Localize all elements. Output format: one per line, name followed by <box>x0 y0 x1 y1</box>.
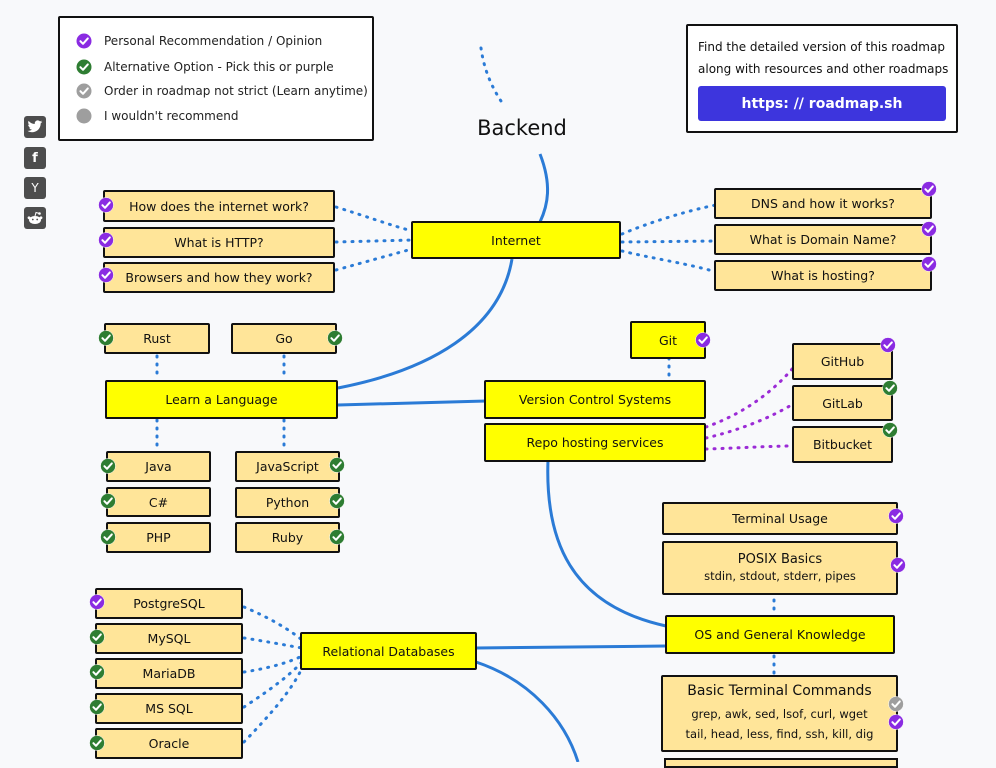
green-check-icon <box>89 664 105 680</box>
purple-check-icon <box>880 337 896 353</box>
legend-item-alternative: Alternative Option - Pick this or purple <box>76 59 334 75</box>
node-browsers[interactable]: Browsers and how they work? <box>103 262 335 293</box>
green-check-icon <box>89 629 105 645</box>
legend-item-not-recommended: I wouldn't recommend <box>76 108 238 124</box>
promo-panel: Find the detailed version of this roadma… <box>686 24 958 133</box>
green-check-icon <box>89 699 105 715</box>
node-postgresql[interactable]: PostgreSQL <box>95 588 243 619</box>
facebook-icon[interactable]: f <box>24 147 46 169</box>
purple-check-icon <box>888 714 904 730</box>
gray-dot-icon <box>76 108 92 124</box>
node-php[interactable]: PHP <box>106 522 211 553</box>
node-terminal-usage[interactable]: Terminal Usage <box>662 502 898 535</box>
node-domain-name[interactable]: What is Domain Name? <box>714 224 932 255</box>
legend-panel: Personal Recommendation / Opinion Altern… <box>58 16 374 141</box>
green-check-icon <box>76 59 92 75</box>
basic-terminal-line-3: tail, head, less, find, ssh, kill, dig <box>685 727 874 741</box>
node-rust[interactable]: Rust <box>104 323 210 354</box>
green-check-icon <box>100 529 116 545</box>
green-check-icon <box>329 493 345 509</box>
green-check-icon <box>100 493 116 509</box>
node-hosting[interactable]: What is hosting? <box>714 260 932 291</box>
legend-item-order: Order in roadmap not strict (Learn anyti… <box>76 83 368 99</box>
legend-label: I wouldn't recommend <box>104 109 239 123</box>
node-mysql[interactable]: MySQL <box>95 623 243 654</box>
node-go[interactable]: Go <box>231 323 337 354</box>
legend-item-recommendation: Personal Recommendation / Opinion <box>76 33 322 49</box>
node-oracle[interactable]: Oracle <box>95 728 243 759</box>
gray-check-icon <box>888 696 904 712</box>
node-java[interactable]: Java <box>106 451 211 482</box>
promo-line-2: along with resources and other roadmaps <box>698 62 949 76</box>
basic-terminal-title: Basic Terminal Commands <box>687 683 872 699</box>
posix-subtitle: stdin, stdout, stderr, pipes <box>704 569 856 583</box>
node-basic-terminal-commands[interactable]: Basic Terminal Commands grep, awk, sed, … <box>661 675 898 752</box>
hackernews-icon[interactable]: Y <box>24 177 46 199</box>
purple-check-icon <box>89 594 105 610</box>
green-check-icon <box>329 529 345 545</box>
gray-check-icon <box>76 83 92 99</box>
node-relational-databases[interactable]: Relational Databases <box>300 632 477 670</box>
green-check-icon <box>98 330 114 346</box>
purple-check-icon <box>98 232 114 248</box>
purple-check-icon <box>98 197 114 213</box>
node-mariadb[interactable]: MariaDB <box>95 658 243 689</box>
purple-check-icon <box>890 557 906 573</box>
green-check-icon <box>882 380 898 396</box>
node-repo-hosting[interactable]: Repo hosting services <box>484 423 706 462</box>
roadmap-link-button[interactable]: https: // roadmap.sh <box>698 86 946 121</box>
twitter-icon[interactable] <box>24 116 46 138</box>
node-python[interactable]: Python <box>235 487 340 518</box>
green-check-icon <box>882 422 898 438</box>
reddit-icon[interactable] <box>24 207 46 229</box>
purple-check-icon <box>921 256 937 272</box>
node-os-general-knowledge[interactable]: OS and General Knowledge <box>665 615 895 654</box>
node-csharp[interactable]: C# <box>106 487 211 517</box>
page-title: Backend <box>477 116 567 140</box>
purple-check-icon <box>98 267 114 283</box>
legend-label: Alternative Option - Pick this or purple <box>104 60 334 74</box>
legend-label: Order in roadmap not strict (Learn anyti… <box>104 84 368 98</box>
node-how-internet-works[interactable]: How does the internet work? <box>103 190 335 222</box>
basic-terminal-line-2: grep, awk, sed, lsof, curl, wget <box>691 707 868 721</box>
green-check-icon <box>327 330 343 346</box>
purple-check-icon <box>695 332 711 348</box>
purple-check-icon <box>76 33 92 49</box>
purple-check-icon <box>921 181 937 197</box>
node-posix-basics[interactable]: POSIX Basics stdin, stdout, stderr, pipe… <box>662 541 898 595</box>
promo-text: Find the detailed version of this roadma… <box>698 36 953 80</box>
node-gitlab[interactable]: GitLab <box>792 385 893 421</box>
node-bitbucket[interactable]: Bitbucket <box>792 426 893 463</box>
green-check-icon <box>89 735 105 751</box>
purple-check-icon <box>921 221 937 237</box>
green-check-icon <box>329 457 345 473</box>
node-mssql[interactable]: MS SQL <box>95 693 243 724</box>
node-what-is-http[interactable]: What is HTTP? <box>103 227 335 258</box>
promo-line-1: Find the detailed version of this roadma… <box>698 40 945 54</box>
node-version-control[interactable]: Version Control Systems <box>484 380 706 419</box>
purple-check-icon <box>888 508 904 524</box>
node-partial-bottom <box>664 758 898 768</box>
node-learn-language[interactable]: Learn a Language <box>105 380 338 419</box>
node-dns[interactable]: DNS and how it works? <box>714 188 932 219</box>
posix-title: POSIX Basics <box>737 552 823 567</box>
node-ruby[interactable]: Ruby <box>235 522 340 553</box>
node-internet[interactable]: Internet <box>411 221 621 259</box>
node-javascript[interactable]: JavaScript <box>235 451 340 482</box>
node-github[interactable]: GitHub <box>792 343 893 380</box>
green-check-icon <box>100 458 116 474</box>
legend-label: Personal Recommendation / Opinion <box>104 34 323 48</box>
